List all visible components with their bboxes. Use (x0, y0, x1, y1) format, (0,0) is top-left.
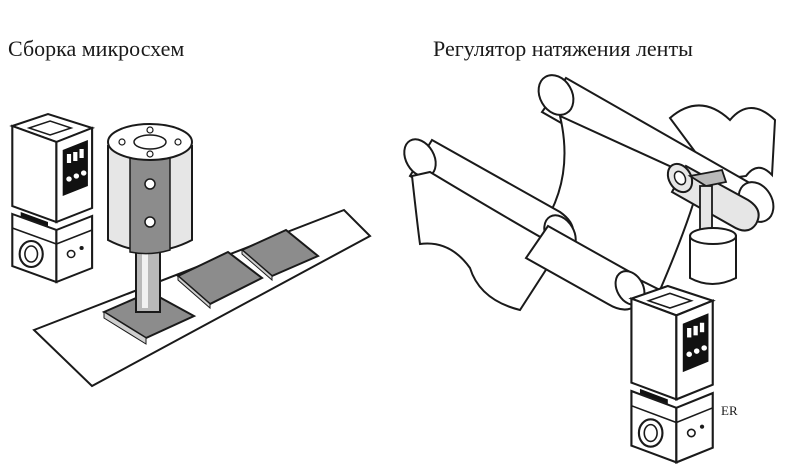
dancer-weight-icon (687, 168, 737, 285)
suction-head-icon (107, 123, 193, 313)
chip-assembly-title: Сборка микросхем (8, 36, 185, 61)
device-label: ER (721, 403, 738, 418)
tape-tension-title: Регулятор натяжения ленты (433, 36, 693, 61)
tape-tension-mechanism (403, 74, 777, 312)
electro-pneumatic-regulator-icon (11, 112, 94, 284)
electro-pneumatic-regulator-icon-right (630, 284, 714, 464)
